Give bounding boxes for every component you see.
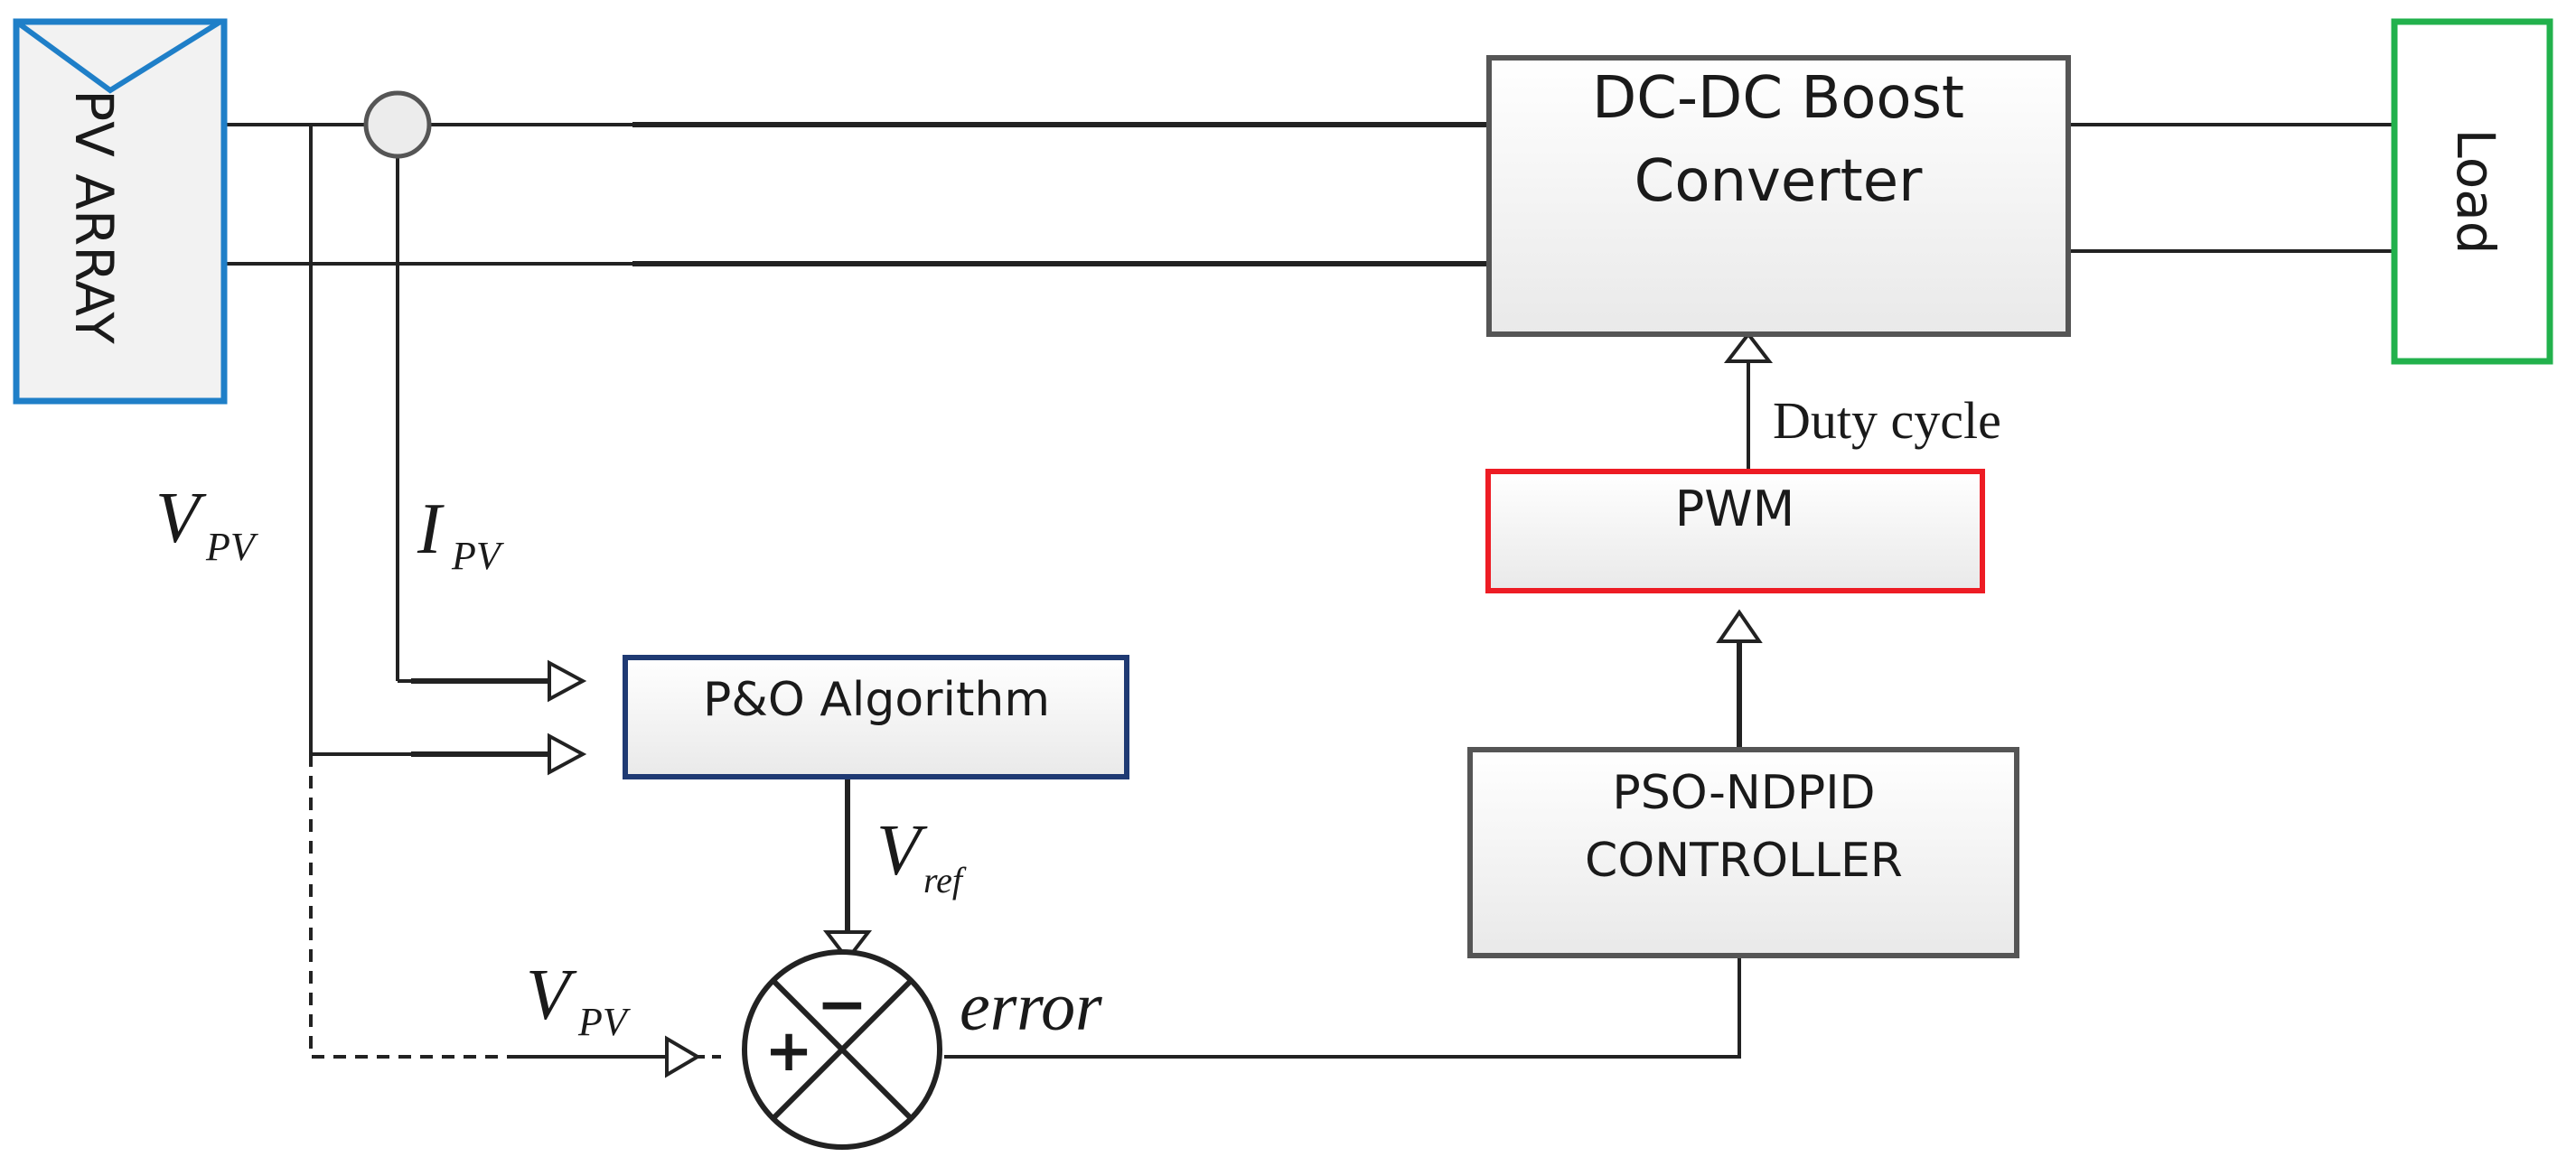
pwm-label: PWM bbox=[1675, 481, 1795, 537]
pv-array-block: PV ARRAY bbox=[13, 18, 228, 405]
ipv-label: I PV bbox=[417, 490, 505, 578]
controller-label-line1: PSO-NDPID bbox=[1612, 766, 1875, 820]
converter-label-line2: Converter bbox=[1635, 148, 1923, 215]
arrow-controller-to-pwm bbox=[1716, 609, 1763, 643]
wire-vpv-dashed-feedback bbox=[309, 754, 520, 1059]
vpv-bottom-label: V PV bbox=[526, 956, 632, 1044]
arrow-ipv-to-po bbox=[548, 659, 587, 703]
pv-array-label: PV ARRAY bbox=[63, 89, 125, 344]
vpv-top-sub: PV bbox=[205, 525, 259, 569]
load-block: Load bbox=[2391, 18, 2553, 365]
pwm-block: PWM bbox=[1485, 469, 1985, 593]
vpv-top-label: V PV bbox=[155, 479, 259, 569]
ipv-sub: PV bbox=[451, 534, 505, 578]
arrow-vref-to-sum bbox=[822, 930, 873, 963]
vpv-bottom-main: V bbox=[526, 956, 577, 1035]
sum-plus-sign: + bbox=[764, 1018, 813, 1085]
pv-array-corner-mark bbox=[14, 19, 222, 94]
load-label: Load bbox=[2445, 128, 2506, 254]
vref-main: V bbox=[876, 811, 928, 891]
vref-label: V ref bbox=[876, 811, 967, 900]
po-algorithm-label: P&O Algorithm bbox=[703, 673, 1050, 727]
arrow-duty-to-converter bbox=[1723, 331, 1774, 363]
converter-label-line1: DC-DC Boost bbox=[1592, 65, 1964, 132]
wire-error bbox=[944, 956, 1741, 1059]
arrow-vpv-to-sum bbox=[665, 1035, 701, 1078]
sum-minus-sign: − bbox=[817, 969, 868, 1040]
error-label: error bbox=[960, 969, 1102, 1045]
po-algorithm-block: P&O Algorithm bbox=[623, 655, 1129, 779]
arrow-vpv-to-po bbox=[548, 732, 587, 776]
arrowheads bbox=[548, 331, 1774, 1078]
vpv-top-main: V bbox=[155, 479, 207, 558]
duty-cycle-label: Duty cycle bbox=[1773, 391, 2001, 450]
wires bbox=[224, 122, 2394, 1059]
converter-block: DC-DC Boost Converter bbox=[1486, 55, 2071, 337]
vpv-bottom-sub: PV bbox=[577, 1000, 632, 1044]
controller-block: PSO-NDPID CONTROLLER bbox=[1467, 747, 2019, 958]
vref-sub: ref bbox=[923, 860, 967, 900]
controller-label-line2: CONTROLLER bbox=[1585, 834, 1903, 888]
ipv-main: I bbox=[417, 490, 445, 569]
summing-junction: + − bbox=[742, 949, 942, 1150]
current-sensor bbox=[363, 90, 432, 159]
